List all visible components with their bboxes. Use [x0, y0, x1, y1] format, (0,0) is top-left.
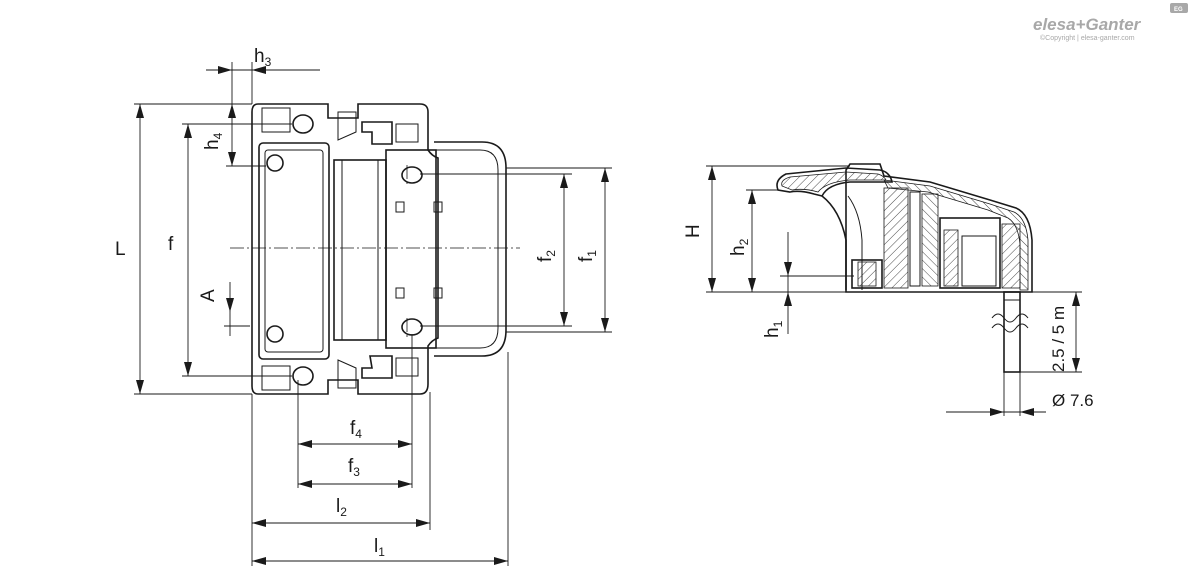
left-frame-inner [264, 149, 324, 353]
dim-H: H [683, 166, 716, 292]
brand-badge: EG [1174, 7, 1183, 13]
body-outline [251, 103, 439, 395]
dim-f3-label: f [348, 456, 354, 477]
svg-text:h1: h1 [762, 320, 785, 338]
dim-f3-sub: 3 [353, 465, 360, 479]
dim-A-label: A [198, 289, 219, 302]
dim-h2: h2 [728, 190, 756, 292]
svg-text:f1: f1 [576, 250, 599, 262]
dim-h2-label: h [728, 245, 749, 256]
side-view: H h2 h1 2.5 / 5 m [683, 163, 1094, 416]
svg-text:f4: f4 [350, 418, 362, 441]
dim-cable-length: 2.5 / 5 m [1049, 292, 1080, 372]
dim-h4: h4 [202, 104, 236, 166]
hole-bottom-right [401, 318, 423, 336]
brand-badge-icon [1170, 3, 1188, 13]
dim-cable-length-label: 2.5 / 5 m [1049, 306, 1068, 372]
dim-h4-sub: 4 [211, 132, 225, 139]
side-lever [776, 167, 893, 197]
dim-H-label: H [683, 224, 704, 238]
dim-f1-label: f [576, 256, 597, 262]
svg-text:l2: l2 [336, 496, 347, 519]
dim-l2-sub: 2 [340, 505, 347, 519]
dim-f2-sub: 2 [544, 250, 558, 257]
svg-text:h4: h4 [202, 132, 225, 150]
dim-A: A [198, 282, 234, 336]
side-screw [851, 259, 883, 289]
svg-text:f3: f3 [348, 456, 360, 479]
dim-h3: h3 [206, 46, 320, 74]
dim-f4: f4 [298, 418, 412, 448]
dim-l2-label: l [336, 496, 340, 517]
brand-name: elesa+Ganter [1033, 15, 1142, 34]
right-plate [385, 149, 437, 349]
dim-h1-label: h [762, 327, 783, 338]
dim-L-label: L [115, 239, 126, 260]
dim-f4-label: f [350, 418, 356, 439]
left-frame [258, 142, 330, 360]
dim-h2-sub: 2 [737, 238, 751, 245]
front-view: L f h4 A [115, 46, 612, 566]
dim-f: f [168, 124, 192, 376]
dim-f4-sub: 4 [355, 427, 362, 441]
dim-L: L [115, 104, 144, 394]
mount-hole-top-left [266, 154, 284, 172]
slot-bottom [292, 366, 314, 386]
dim-h1: h1 [762, 232, 792, 338]
hole-top-right [401, 166, 423, 184]
dim-cable-diameter-label: Ø 7.6 [1052, 391, 1094, 410]
side-cable [1003, 291, 1021, 373]
dim-cable-diameter: Ø 7.6 [946, 391, 1094, 416]
dim-l1: l1 [252, 536, 508, 565]
side-body [845, 163, 1033, 293]
dim-h3-label: h [254, 46, 265, 67]
dim-f2: f2 [535, 174, 568, 326]
dim-h4-label: h [202, 139, 223, 150]
mount-hole-bottom-left [266, 325, 284, 343]
svg-text:h3: h3 [254, 46, 272, 69]
dim-f1-sub: 1 [585, 250, 599, 257]
dim-l1-label: l [374, 536, 378, 557]
dim-l1-sub: 1 [378, 545, 385, 559]
slot-top [292, 114, 314, 134]
dim-f1: f1 [576, 168, 609, 332]
svg-text:h2: h2 [728, 238, 751, 256]
handle-loop [434, 141, 507, 357]
dim-h3-sub: 3 [265, 55, 272, 69]
svg-text:l1: l1 [374, 536, 385, 559]
svg-text:f2: f2 [535, 250, 558, 262]
brand-copyright: ©Copyright | elesa-ganter.com [1040, 34, 1135, 42]
dim-f2-label: f [535, 256, 556, 262]
dim-f3: f3 [298, 456, 412, 488]
dim-f-label: f [168, 234, 174, 255]
dim-l2: l2 [252, 496, 430, 527]
brand-logo: elesa+Ganter ©Copyright | elesa-ganter.c… [1033, 3, 1188, 42]
dim-h1-sub: 1 [771, 320, 785, 327]
